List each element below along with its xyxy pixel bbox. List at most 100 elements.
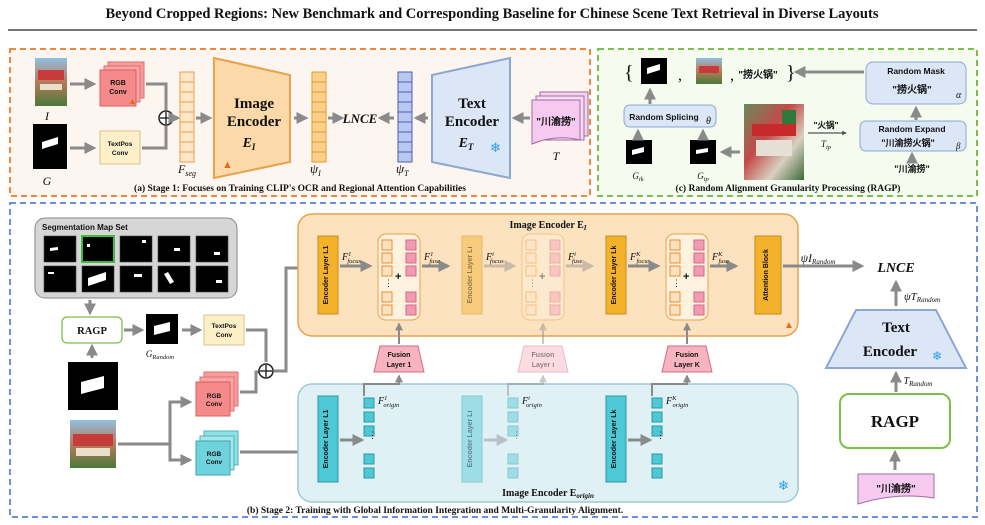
ragp-random-expand-title: Random Expand [878, 124, 945, 134]
fseg-token [179, 141, 195, 153]
seg-map-thumbnails [43, 235, 229, 293]
stage1-mask-label: G [43, 174, 52, 188]
psi-i-token [311, 81, 327, 93]
fuse-token [693, 239, 705, 251]
fusion-layer [661, 345, 713, 373]
stage1-textpos-line1: TextPos [108, 141, 133, 148]
fuse-token [405, 265, 417, 277]
stage1-text-encoder [431, 56, 511, 180]
fuse-token [405, 239, 417, 251]
stage1-image-encoder-line1: Image [234, 96, 274, 112]
encoder-layer-bottom [605, 395, 627, 483]
psi-t-token [397, 131, 413, 143]
seg-map-shape [48, 272, 54, 274]
ellipsis: ⋮ [368, 430, 377, 440]
psi-i-token [311, 101, 327, 113]
arrow-textpos-to-plus [142, 126, 168, 150]
fuse-token [549, 239, 561, 251]
seg-map-shape [164, 272, 174, 284]
fuse-token [549, 252, 561, 264]
fire-icon: ▲ [784, 320, 794, 331]
stage1-image-label: I [44, 109, 50, 123]
ragp-random-splicing-title: Random Splicing [629, 112, 698, 122]
ragp-chuanyulao: "川渝捞" [894, 163, 930, 174]
focus-token [525, 291, 537, 303]
figure-title: Beyond Cropped Regions: New Benchmark an… [106, 6, 879, 22]
stage2-query-label: "川渝捞" [876, 482, 916, 495]
fuse-token [693, 265, 705, 277]
stage2-query-doc [857, 473, 935, 505]
plus-icon: + [683, 271, 689, 283]
fuse-token [549, 265, 561, 277]
psi-t-token [397, 91, 413, 103]
psi-t-token [397, 151, 413, 163]
focus-token [669, 304, 681, 316]
seg-map-thumb [43, 235, 77, 263]
stage2-rgb-conv-red-line1: RGB [207, 393, 222, 400]
stage1-text-query [531, 91, 589, 145]
ragp-gip-mask [690, 140, 716, 164]
seg-map-thumb [119, 235, 153, 263]
fusion-layer [517, 345, 569, 373]
stage2-attention-block [754, 235, 782, 315]
stage2-textpos-line1: TextPos [212, 323, 237, 330]
fusion-layer-label: Fusion [532, 352, 555, 359]
psi-i-token [311, 151, 327, 163]
stage2-lnce: LNCE [876, 261, 914, 276]
ellipsis: ⋮ [528, 278, 537, 288]
focus-token [381, 265, 393, 277]
plus-icon: + [395, 271, 401, 283]
seg-map-shape [216, 280, 222, 283]
origin-token [651, 397, 663, 409]
seg-map-shape [134, 274, 142, 277]
stage1-textpos-conv [99, 130, 141, 165]
focus-token [669, 265, 681, 277]
origin-token [507, 397, 519, 409]
origin-token [507, 467, 519, 479]
psi-i-token [311, 131, 327, 143]
ragp-caption: (c) Random Alignment Granularity Process… [676, 183, 901, 194]
stage1-psi-t-tokens [397, 71, 413, 163]
fseg-token [179, 91, 195, 103]
stage1-text-encoder-line2: Encoder [445, 114, 500, 130]
ragp-random-mask-box [865, 61, 967, 105]
stage1-psi-i-label: ψI [310, 161, 321, 178]
seg-map-thumb [195, 265, 229, 293]
focus-token [525, 304, 537, 316]
stage2-ragp-big-label: RAGP [871, 412, 919, 431]
focus-token [381, 304, 393, 316]
psi-t-token [397, 81, 413, 93]
stage1-et-label: ET [458, 136, 474, 152]
fseg-token [179, 81, 195, 93]
ragp-random-mask-title: Random Mask [887, 66, 945, 76]
origin-token [651, 467, 663, 479]
stage2-image-encoder-eorigin-title: Image Encoder Eorigin [502, 488, 594, 500]
seg-map-thumb [119, 265, 153, 293]
stage2-caption: (b) Stage 2: Training with Global Inform… [247, 505, 623, 516]
stage2-grandom-mask [146, 314, 178, 344]
origin-token [507, 453, 519, 465]
encoder-layer-top [605, 235, 627, 315]
arrow-origin-to-fusion [363, 374, 403, 396]
stage2-psi-irandom: ψIRandom [801, 251, 836, 266]
origin-token [363, 411, 375, 423]
psi-t-token [397, 111, 413, 123]
ragp-theta: θ [706, 116, 711, 127]
psi-t-token [397, 71, 413, 83]
seg-map-shape [142, 240, 146, 243]
ragp-text-out: "捞火锅" [738, 68, 778, 81]
fuse-container [521, 233, 565, 321]
seg-map-thumb [43, 265, 77, 293]
psi-i-token [311, 121, 327, 133]
seg-map-thumb [81, 235, 115, 263]
encoder-layer-bottom [317, 395, 339, 483]
ragp-brace-open: { [624, 62, 634, 84]
seg-map-thumb [195, 235, 229, 263]
ragp-beta: β [955, 141, 961, 151]
